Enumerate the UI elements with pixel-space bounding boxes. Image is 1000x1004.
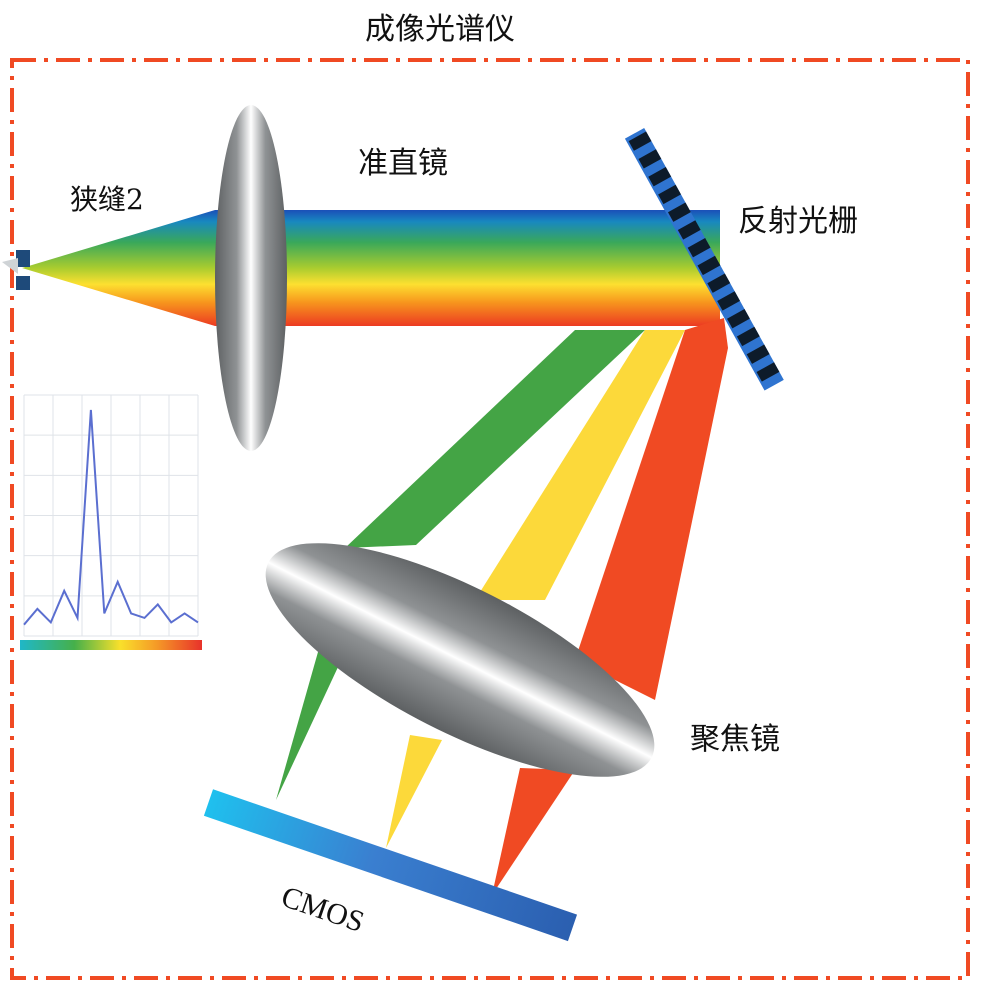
slit-icon — [2, 250, 30, 290]
red-beam — [575, 318, 728, 700]
input-beam-cone — [22, 210, 215, 326]
spectrometer-frame — [10, 58, 970, 980]
grating-groove — [687, 238, 711, 258]
focusing-lens-label: 聚焦镜 — [690, 722, 780, 757]
grating-groove — [667, 202, 691, 222]
grating-groove — [707, 273, 731, 293]
grating-groove — [658, 184, 681, 205]
yellow-beam-focused — [386, 735, 442, 848]
spectrum-color-bar — [20, 640, 202, 650]
grating-groove — [648, 166, 672, 187]
grating-groove — [717, 291, 741, 311]
spectrum-line — [23, 409, 199, 626]
grating-groove — [697, 255, 721, 276]
collimator-lens — [215, 105, 287, 451]
grating-groove — [736, 326, 760, 347]
red-beam-focused — [492, 768, 575, 895]
green-beam — [345, 330, 645, 548]
slit-label: 狭缝2 — [70, 183, 144, 216]
collimated-beam — [215, 210, 720, 326]
yellow-beam — [475, 330, 685, 600]
grating-groove — [746, 344, 770, 364]
grating-groove — [727, 309, 750, 329]
collimator-label: 准直镜 — [358, 146, 448, 181]
diagram-title: 成像光谱仪 — [365, 12, 515, 47]
focusing-lens — [265, 543, 655, 777]
grating-groove — [638, 149, 662, 169]
grating-groove — [628, 131, 652, 151]
grating-label: 反射光栅 — [738, 204, 858, 239]
grating-groove — [756, 362, 780, 382]
reflective-grating — [624, 127, 784, 391]
spectrum-inset — [20, 394, 202, 650]
grating-groove — [677, 220, 701, 240]
cmos-detector — [203, 789, 578, 942]
green-beam-focused — [276, 652, 345, 800]
